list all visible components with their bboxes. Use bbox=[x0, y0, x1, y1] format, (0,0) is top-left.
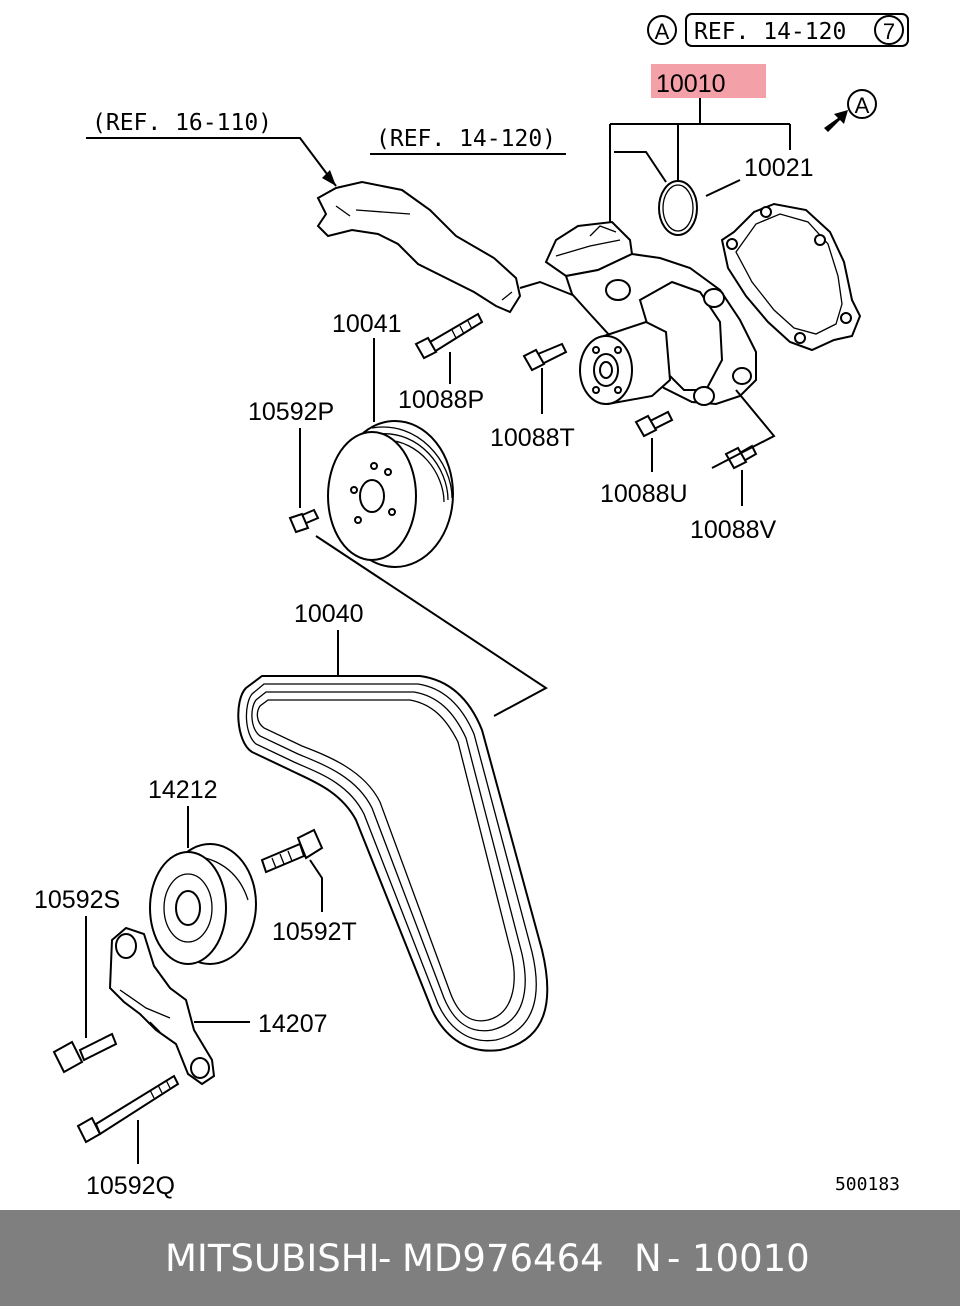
ref-box bbox=[685, 13, 909, 47]
part-label-10021[interactable]: 10021 bbox=[744, 154, 814, 182]
water-pump-pulley bbox=[327, 420, 454, 568]
footer-ref-prefix: N bbox=[634, 1237, 662, 1280]
footer-bar: MITSUBISHI - MD976464 N - 10010 bbox=[0, 1210, 960, 1306]
arrow-a: A bbox=[824, 89, 877, 132]
bolt-10592q bbox=[76, 1074, 180, 1144]
arrow-a-label: A bbox=[855, 93, 870, 118]
water-pump bbox=[544, 220, 757, 406]
top-reference: A REF. 14-120 7 bbox=[647, 13, 909, 47]
footer-ref-number: 10010 bbox=[692, 1237, 810, 1280]
ref-14-120-label: (REF. 14-120) bbox=[376, 126, 556, 152]
part-label-14212[interactable]: 14212 bbox=[148, 776, 218, 804]
bolt-10592s bbox=[52, 1032, 118, 1074]
part-label-10041[interactable]: 10041 bbox=[332, 310, 402, 338]
tensioner-bracket bbox=[108, 926, 216, 1086]
drive-belt bbox=[237, 675, 549, 1052]
footer-brand: MITSUBISHI bbox=[165, 1237, 380, 1280]
footer-ref-separator: - bbox=[667, 1237, 681, 1280]
bolt-10088v bbox=[724, 444, 758, 506]
part-label-10010[interactable]: 10010 bbox=[656, 70, 726, 98]
part-label-10088p[interactable]: 10088P bbox=[398, 386, 484, 414]
part-label-10088u[interactable]: 10088U bbox=[600, 480, 688, 508]
bolt-10088p bbox=[414, 312, 484, 384]
part-label-10592p[interactable]: 10592P bbox=[248, 398, 334, 426]
footer-separator: - bbox=[378, 1237, 392, 1280]
ref-box-circle-label: 7 bbox=[883, 19, 895, 44]
diagram-number: 500183 bbox=[835, 1174, 900, 1195]
ref-box-label: REF. 14-120 bbox=[694, 19, 846, 45]
bolt-10088t bbox=[522, 342, 568, 414]
part-label-10040[interactable]: 10040 bbox=[294, 600, 364, 628]
part-label-10592t[interactable]: 10592T bbox=[272, 918, 357, 946]
bolt-10592t bbox=[260, 828, 324, 912]
timing-cover-bracket bbox=[316, 180, 522, 314]
part-label-10088v[interactable]: 10088V bbox=[690, 516, 777, 544]
footer-part-number: MD976464 bbox=[402, 1237, 604, 1280]
part-label-10088t[interactable]: 10088T bbox=[490, 424, 575, 452]
part-label-10592s[interactable]: 10592S bbox=[34, 886, 120, 914]
o-ring bbox=[658, 180, 698, 236]
parts-diagram: A REF. 14-120 7 10010 A (REF. 16-110) (R… bbox=[34, 13, 909, 1200]
bolt-10088u bbox=[634, 410, 674, 472]
tensioner-pulley bbox=[149, 843, 257, 965]
bolt-10592p bbox=[288, 508, 320, 534]
part-label-10592q[interactable]: 10592Q bbox=[86, 1172, 175, 1200]
part-label-14207[interactable]: 14207 bbox=[258, 1010, 328, 1038]
highlight-10010 bbox=[651, 64, 766, 98]
ref-circle-a-label: A bbox=[655, 19, 670, 44]
ref-16-110-label: (REF. 16-110) bbox=[92, 110, 272, 136]
